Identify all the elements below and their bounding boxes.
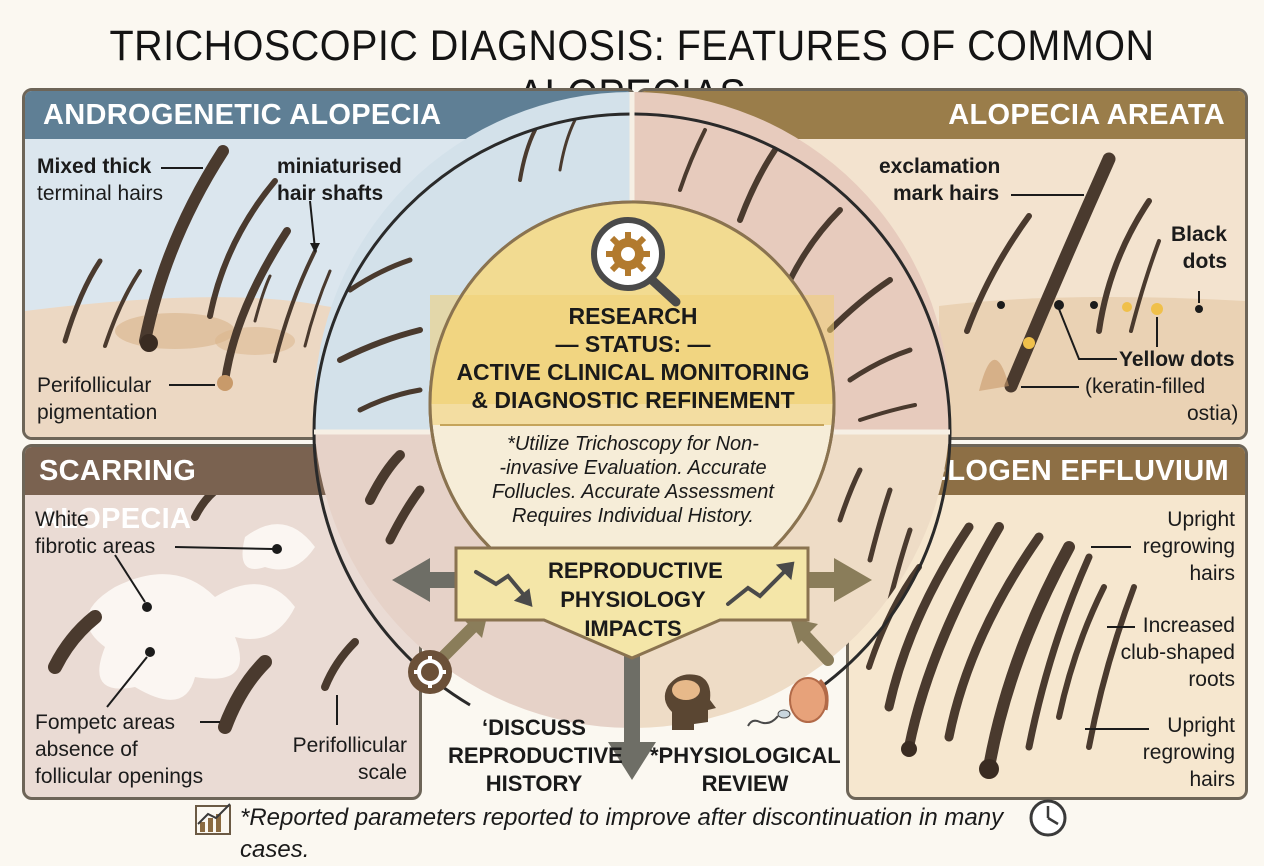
label-hairs-2: hairs [1189,768,1235,791]
label-perifollicular: Perifollicular [37,374,152,397]
label-keratin-filled: (keratin-filled [1085,375,1206,398]
chart-icon [195,803,231,835]
trend-down-icon [474,570,533,607]
note-line-4: Requires Individual History. [512,505,754,527]
label-fompetc-areas: Fompetc areas [35,711,176,734]
left-arrow [392,558,470,602]
label-hairs-1: hairs [1189,562,1235,585]
note-line-1: *Utilize Trichoscopy for Non- [507,433,759,455]
status-line-3: ACTIVE CLINICAL MONITORING [456,359,810,385]
discuss-line-3: HISTORY [485,771,583,796]
label-mixed-thick: Mixed thick [37,155,152,178]
label-yellow-dots: Yellow dots [1119,348,1235,371]
right-arrow [794,558,872,602]
gear-icon [408,650,452,694]
te-scalp-illustration [866,522,1149,779]
sperm-testis-icon [747,677,829,727]
label-perifollicular-scale-2: scale [357,761,407,784]
discuss-line-2: REPRODUCTIVE [448,743,623,768]
label-upright-1: Upright [1167,508,1235,531]
center-dermoscopy-circle [195,92,1067,837]
label-roots: roots [1188,668,1235,691]
label-follicular-openings: follicular openings [35,765,204,788]
label-terminal-hairs: terminal hairs [37,182,164,205]
label-dots: dots [1182,250,1227,273]
down-arrow [608,650,656,780]
phys-line-1: *PHYSIOLOGICAL [650,743,841,768]
note-line-3: Follucles. Accurate Assessment [492,481,774,503]
repro-line-3: IMPACTS [584,616,682,641]
sa-header: SCARRING ALOPECIA [25,447,339,535]
trend-up-icon [726,561,795,606]
repro-line-1: REPRODUCTIVE [548,558,723,583]
label-upright-2: Upright [1167,714,1235,737]
repro-line-2: PHYSIOLOGY [560,587,706,612]
label-miniaturised: miniaturised [277,155,402,178]
physiological-review: *PHYSIOLOGICAL REVIEW [650,742,841,798]
status-line-2: — STATUS: — [555,331,711,357]
label-fibrotic-areas: fibrotic areas [35,535,156,558]
brain-head-icon [664,674,716,730]
sa-scalp-illustration [48,483,359,734]
status-line-1: RESEARCH [568,303,698,329]
trichoscopy-note: *Utilize Trichoscopy for Non- -invasive … [440,432,826,528]
label-regrowing-1: regrowing [1142,535,1235,558]
label-pigmentation: pigmentation [37,401,158,424]
label-white: White [35,508,89,531]
label-ostia: ostia) [1187,402,1239,425]
label-exclamation: exclamation [879,155,1001,178]
reproductive-physiology-box: REPRODUCTIVE PHYSIOLOGY IMPACTS [548,556,723,643]
note-line-2: -invasive Evaluation. Accurate [499,457,767,479]
status-line-4: & DIAGNOSTIC REFINEMENT [471,387,795,413]
clock-icon [1029,799,1067,837]
label-club-shaped: club-shaped [1120,641,1235,664]
phys-line-2: REVIEW [701,771,789,796]
gear-magnifier-icon [591,217,681,307]
label-perifollicular-scale-1: Perifollicular [292,734,407,757]
footer-note: *Reported parameters reported to improve… [240,804,1004,863]
aa-scalp-illustration [939,152,1245,437]
label-mark-hairs: mark hairs [893,182,1000,205]
discuss-reproductive-history: ‘DISCUSS REPRODUCTIVE HISTORY [448,714,623,798]
discuss-line-1: ‘DISCUSS [482,715,586,740]
label-increased: Increased [1142,614,1235,637]
label-absence-of: absence of [35,738,138,761]
research-status-title: RESEARCH — STATUS: — ACTIVE CLINICAL MON… [428,302,838,414]
label-regrowing-2: regrowing [1142,741,1235,764]
label-hair-shafts: hair shafts [277,182,384,205]
label-black: Black [1170,223,1227,246]
